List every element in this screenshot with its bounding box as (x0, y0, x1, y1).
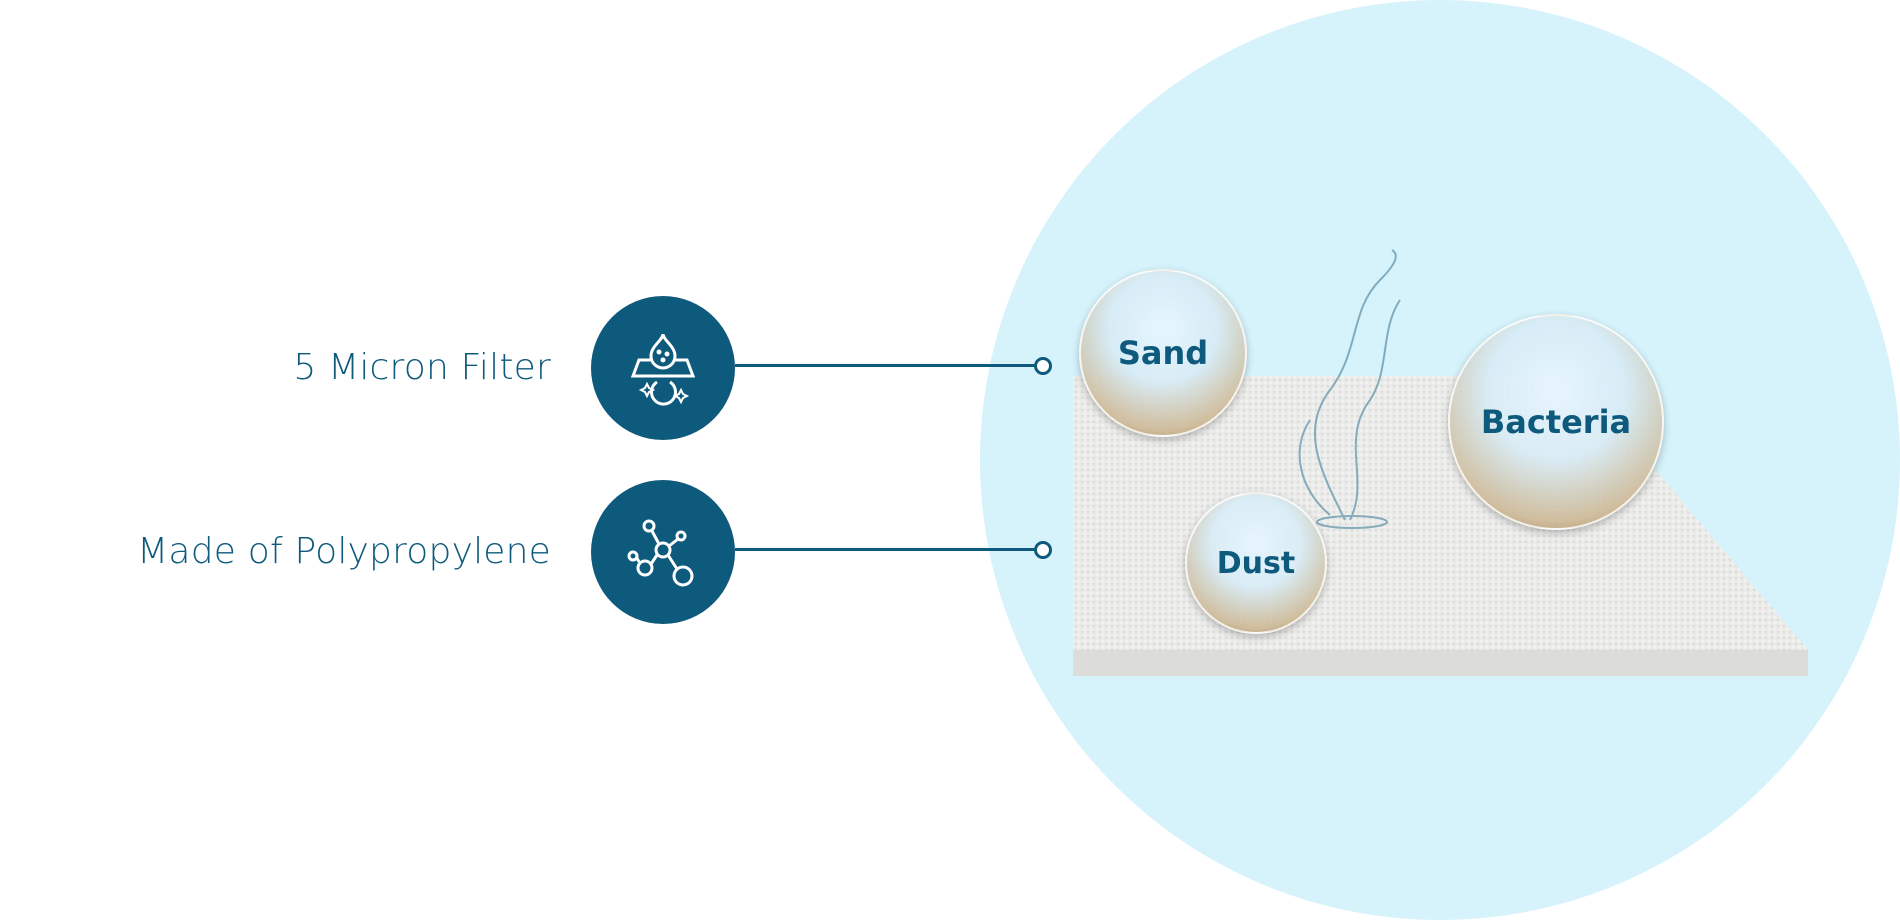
connector-dot-polypropylene (1034, 541, 1052, 559)
particle-label: Bacteria (1480, 403, 1632, 441)
connector-dot-micron-filter (1034, 357, 1052, 375)
connector-line-polypropylene (735, 548, 1037, 551)
connector-line-micron-filter (735, 364, 1037, 367)
molecule-icon (591, 480, 735, 624)
particle-bubble-sand: Sand (1079, 269, 1247, 437)
particle-bubble-dust: Dust (1185, 492, 1327, 634)
feature-label-micron-filter: 5 Micron Filter (293, 347, 551, 388)
particle-label: Dust (1216, 545, 1296, 581)
particle-label: Sand (1117, 334, 1209, 372)
feature-label-polypropylene: Made of Polypropylene (137, 531, 551, 572)
particle-bubble-bacteria: Bacteria (1448, 314, 1664, 530)
filter-droplet-icon (591, 296, 735, 440)
water-splash (1298, 249, 1401, 529)
